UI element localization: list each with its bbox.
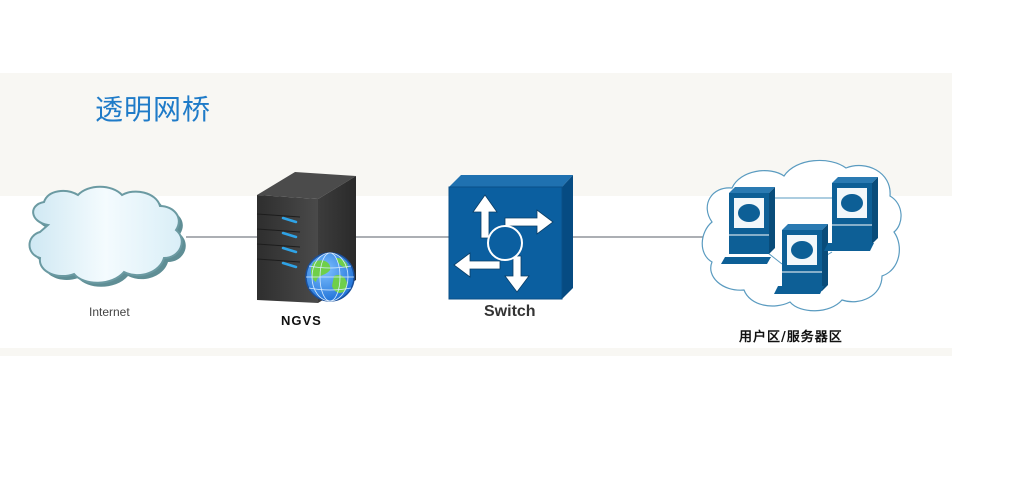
workstation-2 [774,224,828,294]
workstation-cloud-icon[interactable] [701,159,902,312]
cloud-icon[interactable] [28,185,186,287]
server-globe-icon[interactable] [256,172,356,303]
switch-label: Switch [484,303,536,320]
footer-band [0,348,952,356]
workstation-1 [721,187,775,264]
page-title: 透明网桥 [95,93,212,126]
drive-bays [256,213,301,263]
switch-icon[interactable] [448,175,573,300]
drive-leds [281,216,298,269]
internet-label: Internet [89,305,130,319]
user-server-zone-label: 用户区/服务器区 [739,330,843,345]
workstation-3 [824,177,878,251]
globe-icon [305,252,355,302]
ngvs-label: NGVS [281,313,322,328]
